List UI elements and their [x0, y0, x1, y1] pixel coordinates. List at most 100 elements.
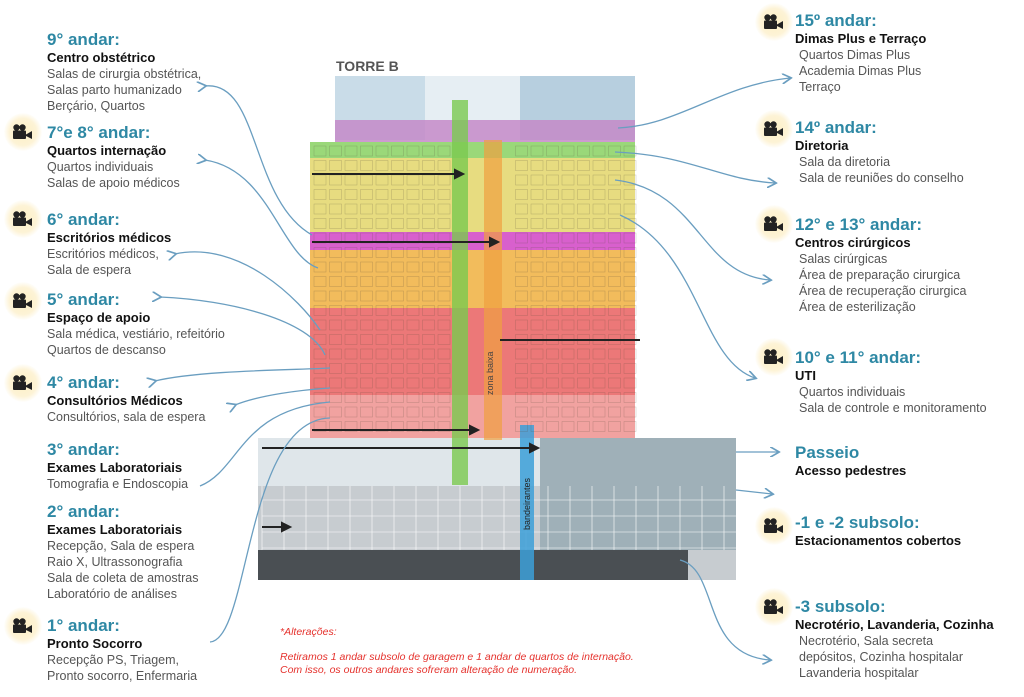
floor-title: 12° e 13° andar: — [795, 215, 922, 234]
room-cell — [422, 363, 435, 374]
room-cell — [515, 348, 528, 360]
video-camera-icon — [4, 200, 42, 238]
room-cell — [313, 421, 327, 432]
room-cell — [515, 319, 528, 331]
room-cell — [577, 305, 590, 316]
room-cell — [623, 160, 637, 171]
room-cell — [344, 247, 358, 258]
room-cell — [329, 189, 342, 200]
room-cell — [422, 218, 435, 229]
room-cell — [329, 247, 342, 258]
room-cell — [515, 276, 528, 287]
room-cell — [360, 145, 373, 157]
room-cell — [530, 247, 544, 258]
room-cell — [422, 348, 435, 360]
room-cell — [546, 363, 559, 374]
room-cell — [437, 218, 451, 229]
room-cell — [437, 363, 451, 374]
room-cell — [344, 290, 358, 302]
floor-title: 14º andar: — [795, 118, 877, 137]
floor-item: Academia Dimas Plus — [799, 64, 922, 78]
room-cell — [360, 261, 373, 273]
floor-item: Sala de reuniões do conselho — [799, 171, 964, 185]
room-cell — [360, 276, 373, 287]
room-cell — [313, 392, 327, 403]
room-cell — [608, 305, 621, 316]
floor-item: Pronto socorro, Enfermaria — [47, 669, 198, 683]
room-cell — [546, 174, 559, 186]
room-cell — [546, 319, 559, 331]
room-cell — [375, 421, 389, 432]
room-cell — [437, 276, 451, 287]
floor-item: Necrotério, Sala secreta — [799, 634, 934, 648]
connector-subsolo-3 — [679, 559, 770, 660]
room-cell — [561, 160, 575, 171]
room-cell — [561, 406, 575, 418]
room-cell — [561, 261, 575, 273]
room-cell — [623, 276, 637, 287]
room-cell — [329, 421, 342, 432]
floor-name: Dimas Plus e Terraço — [795, 31, 927, 46]
room-cell — [375, 377, 389, 389]
floor-title: 9° andar: — [47, 30, 120, 49]
room-cell — [360, 377, 373, 389]
room-cell — [329, 203, 342, 215]
floor-item: Salas de cirurgia obstétrica, — [47, 67, 202, 81]
room-cell — [406, 203, 420, 215]
floor-name: Exames Laboratoriais — [47, 460, 183, 475]
room-cell — [360, 363, 373, 374]
room-cell — [375, 276, 389, 287]
floor-title: 1° andar: — [47, 616, 120, 635]
room-cell — [577, 189, 590, 200]
room-cell — [313, 290, 327, 302]
floor-item: Salas cirúrgicas — [799, 252, 888, 266]
room-cell — [360, 189, 373, 200]
room-cell — [608, 232, 621, 244]
room-cell — [561, 276, 575, 287]
room-cell — [344, 348, 358, 360]
room-cell — [515, 406, 528, 418]
elevator-label-zona: zona baixa — [485, 351, 495, 395]
video-camera-icon — [755, 588, 793, 626]
floor-item: Quartos Dimas Plus — [799, 48, 911, 62]
room-cell — [515, 247, 528, 258]
room-cell — [546, 232, 559, 244]
room-cell — [623, 290, 637, 302]
room-cell — [546, 276, 559, 287]
room-cell — [515, 218, 528, 229]
floor-item: Lavanderia hospitalar — [799, 666, 919, 680]
floor-name: UTI — [795, 368, 816, 383]
room-cell — [406, 145, 420, 157]
room-cell — [592, 160, 606, 171]
room-cell — [422, 160, 435, 171]
room-cell — [577, 392, 590, 403]
room-cell — [422, 261, 435, 273]
room-cell — [406, 334, 420, 345]
room-cell — [515, 421, 528, 432]
floor-item: Berçário, Quartos — [47, 99, 145, 113]
floor-name: Acesso pedestres — [795, 463, 907, 478]
video-camera-icon — [4, 282, 42, 320]
floor-item: Área de esterilização — [799, 300, 916, 314]
connector-subsolo-1-2 — [735, 490, 772, 494]
room-cell — [623, 174, 637, 186]
room-cell — [360, 305, 373, 316]
room-cell — [329, 392, 342, 403]
floor-name: Estacionamentos cobertos — [795, 533, 962, 548]
room-cell — [344, 392, 358, 403]
floor-item: Terraço — [799, 80, 841, 94]
room-cell — [608, 203, 621, 215]
connector-12-13 — [614, 179, 770, 280]
room-cell — [546, 203, 559, 215]
video-camera-icon — [4, 364, 42, 402]
floor-item: Quartos individuais — [799, 385, 906, 399]
floor-title: 10° e 11° andar: — [795, 348, 922, 367]
room-cell — [530, 174, 544, 186]
elevator-shaft-blue — [520, 425, 534, 580]
room-cell — [437, 145, 451, 157]
room-cell — [530, 261, 544, 273]
room-cell — [515, 290, 528, 302]
